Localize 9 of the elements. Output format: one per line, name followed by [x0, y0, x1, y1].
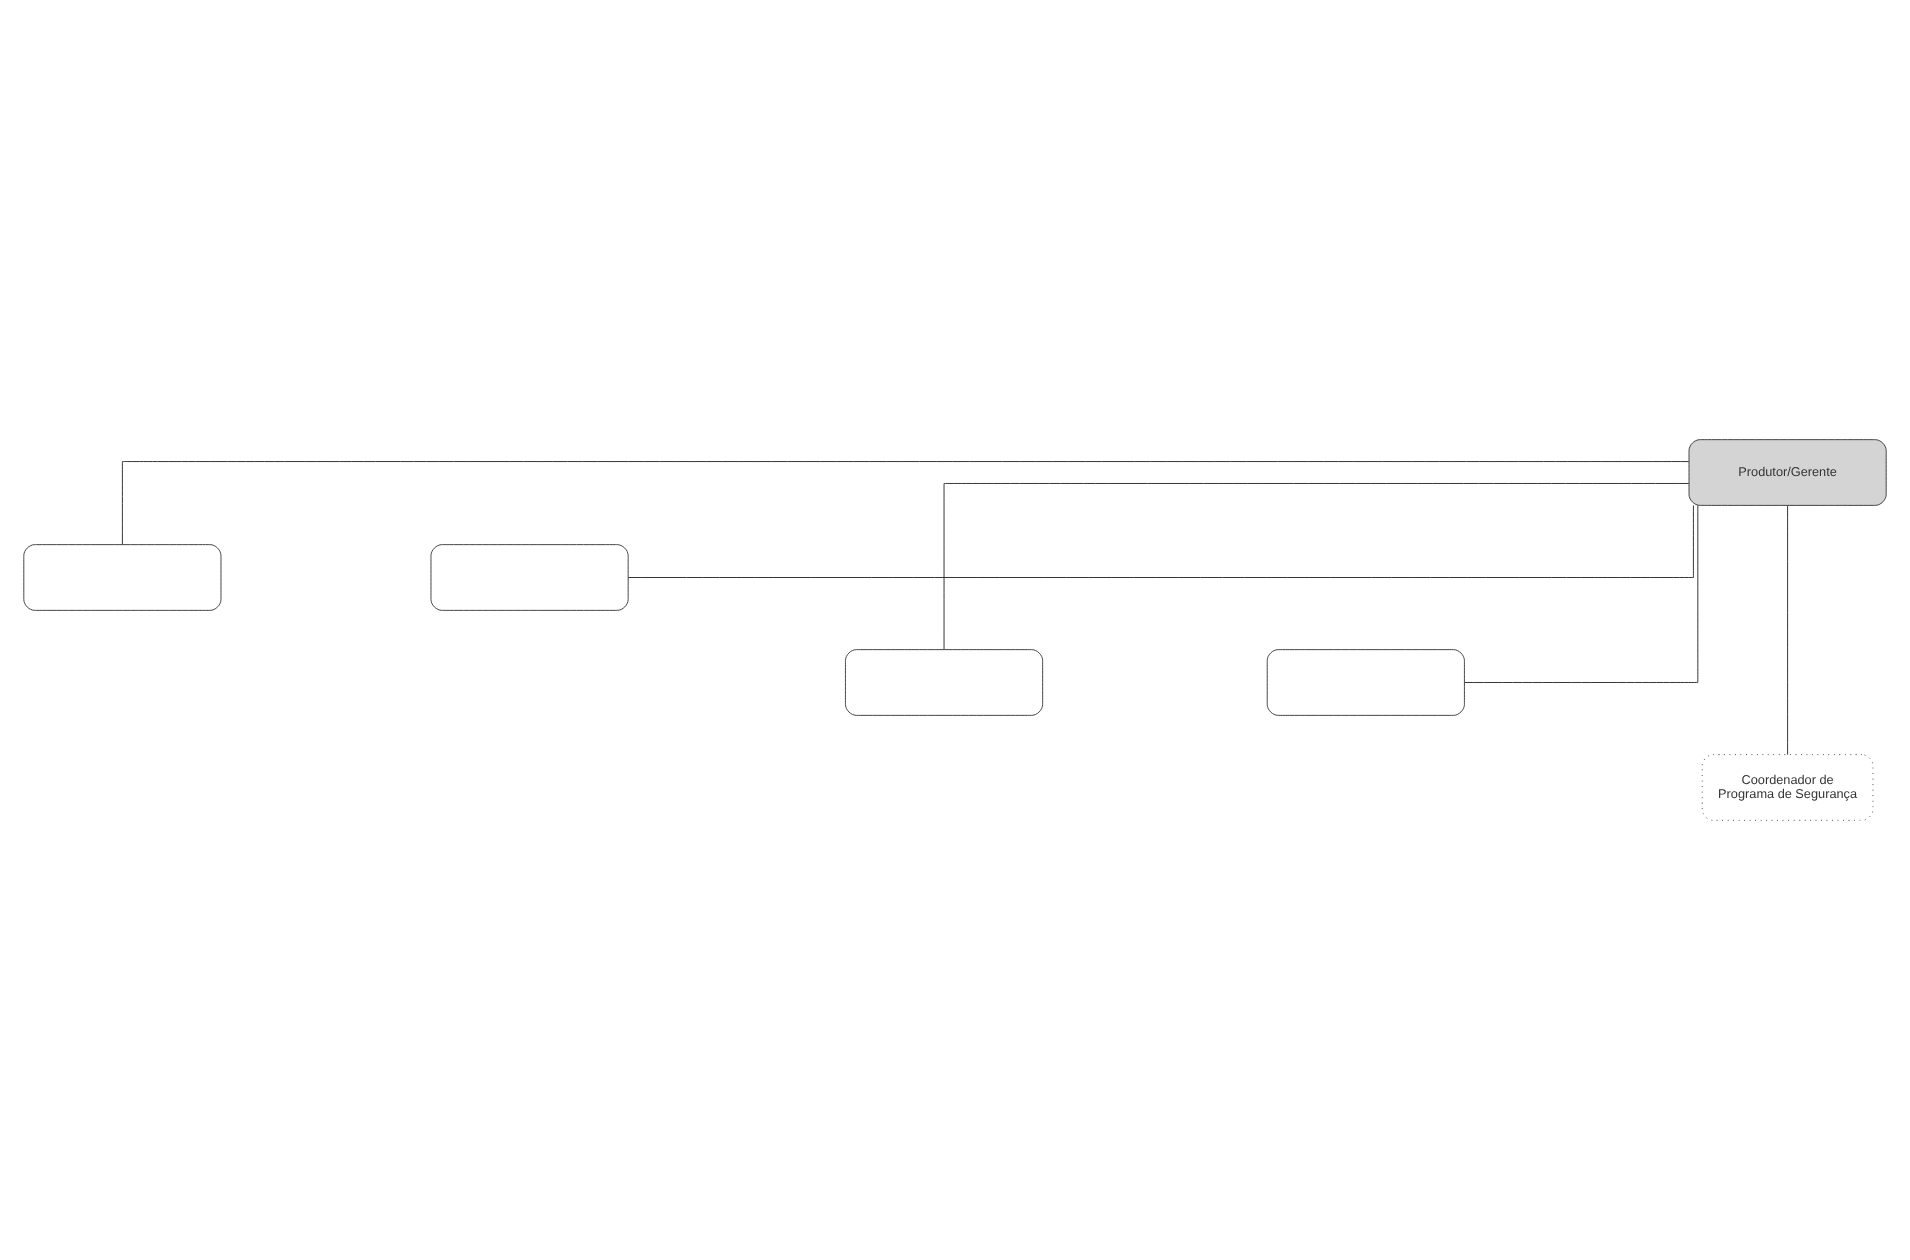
node-box	[1266, 649, 1465, 716]
connector	[1464, 505, 1699, 683]
connector	[627, 505, 1694, 578]
connector	[1787, 505, 1789, 756]
node-box	[430, 544, 629, 611]
connector	[121, 461, 1690, 546]
node-box	[23, 544, 222, 611]
connector	[943, 483, 1690, 650]
node-box	[845, 649, 1044, 716]
